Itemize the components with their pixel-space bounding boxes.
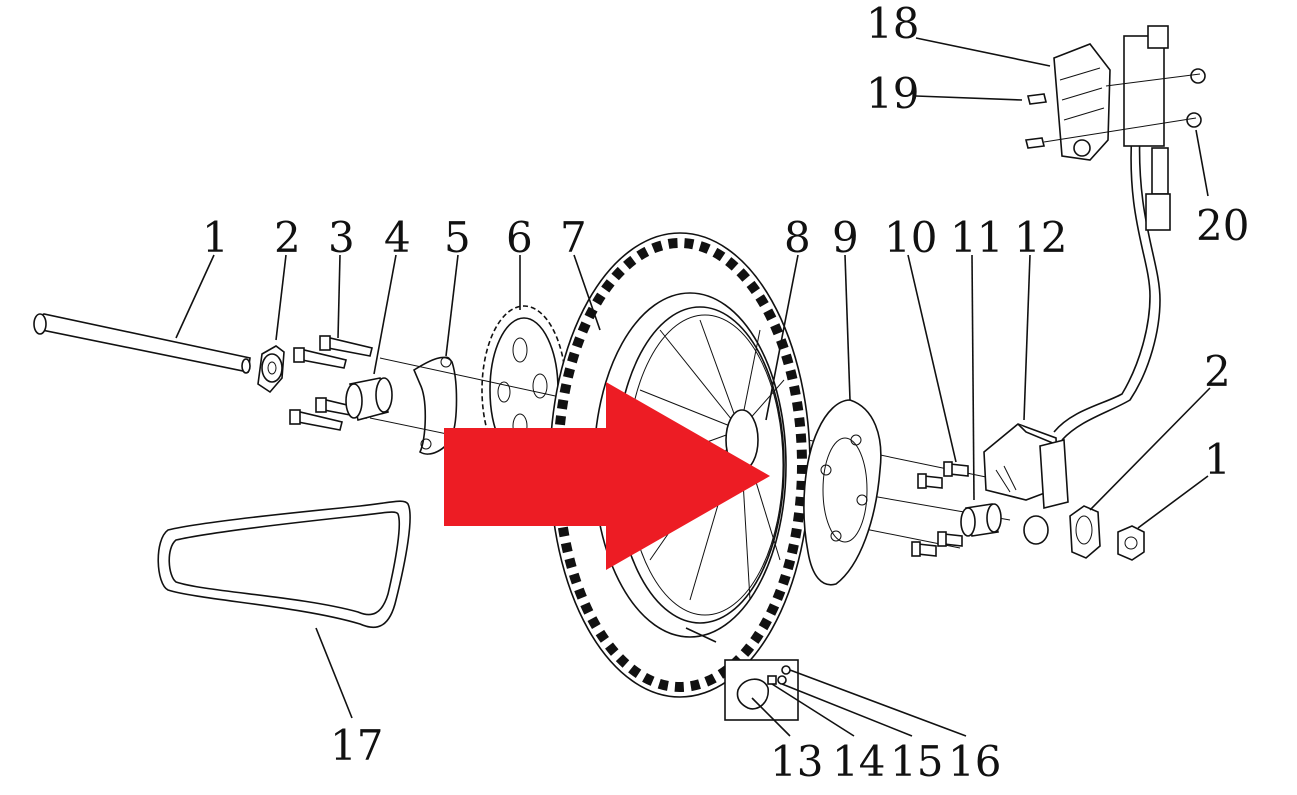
spacer-part [345,377,393,421]
callout-8: 8 [784,213,811,262]
callout-11: 11 [950,213,1003,262]
caliper-part [983,423,1069,545]
axle-nut-part [1117,525,1145,561]
callout-7: 7 [560,213,587,262]
callout-16: 16 [948,737,1001,786]
brake-hose [1053,129,1161,441]
brake-disc-part [803,399,882,586]
brake-spacer-part [960,503,1002,537]
callout-6: 6 [506,213,533,262]
callout-15: 15 [890,737,943,786]
leader-lines [175,37,1211,737]
callout-1: 1 [202,213,229,262]
axle-part [33,313,251,374]
callout-17: 17 [330,721,383,770]
callout-2: 2 [274,213,301,262]
callout-labels: 1 2 3 4 5 6 7 8 9 10 11 12 2 1 13 14 15 … [202,0,1249,786]
callout-5: 5 [444,213,471,262]
valve-kit-part [724,659,799,721]
callout-14: 14 [832,737,885,786]
red-arrow-icon [444,382,770,570]
adjuster-part-right [1069,505,1101,559]
callout-19: 19 [866,69,919,118]
callout-3: 3 [328,213,355,262]
chain-part [157,500,411,629]
adjuster-part-left [257,345,285,394]
callout-20: 20 [1196,201,1249,250]
callout-2-right: 2 [1204,347,1231,396]
disc-bolts-part [911,461,969,557]
callout-12: 12 [1014,213,1067,262]
sprocket-part [481,305,567,475]
callout-9: 9 [832,213,859,262]
callout-4: 4 [384,213,411,262]
callout-1-right: 1 [1204,435,1231,484]
callout-18: 18 [866,0,919,48]
callout-13: 13 [770,737,823,786]
callout-10: 10 [884,213,937,262]
master-cylinder-part [1025,25,1206,231]
